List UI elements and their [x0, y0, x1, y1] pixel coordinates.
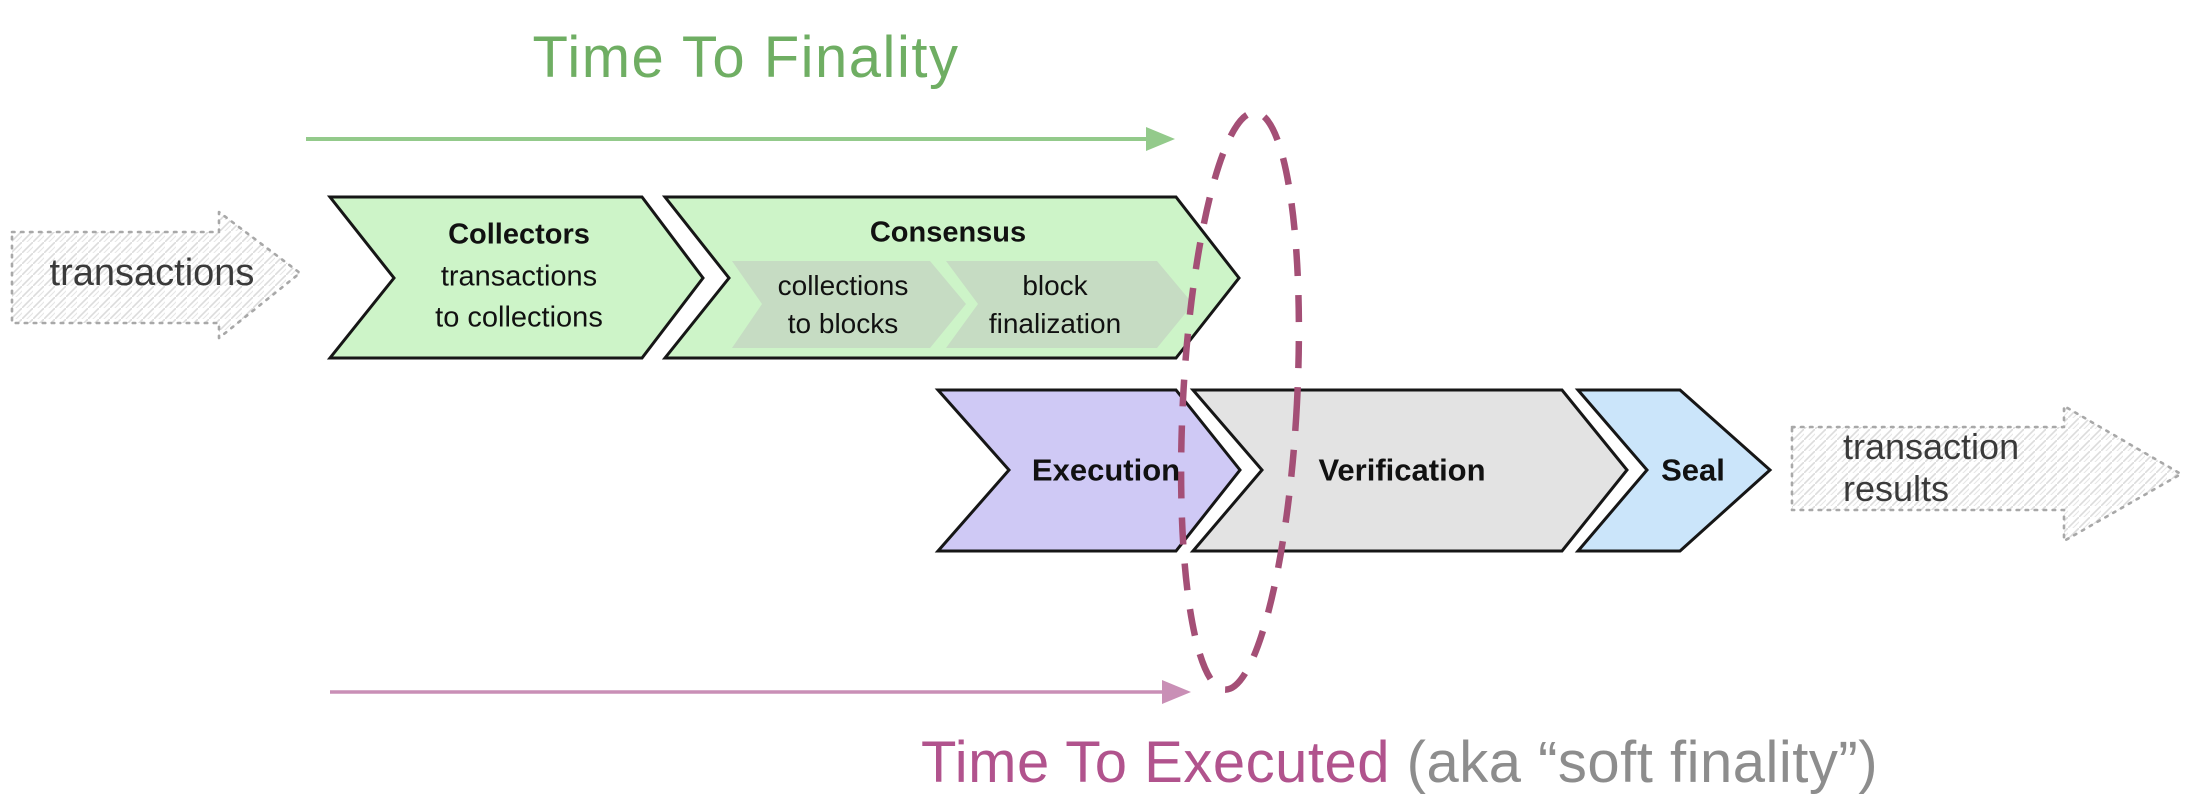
- collectors-stage-line2: to collections: [435, 301, 603, 334]
- soft-finality-boundary-ellipse: [1177, 109, 1303, 693]
- collectors-stage-line1: transactions: [440, 260, 598, 293]
- collectors-chevron: [326, 195, 705, 360]
- block-finalization-label-line2: finalization: [988, 308, 1122, 339]
- block-finalization-label-line1: block: [1022, 270, 1088, 301]
- transaction-results-arrow-icon: [1790, 404, 2183, 543]
- collections-to-blocks-label-line1: collections: [777, 270, 909, 301]
- execution-chevron: [934, 388, 1242, 553]
- collections-to-blocks-label-line2: to blocks: [787, 308, 899, 339]
- collections-to-blocks-subchevron: [732, 261, 966, 348]
- time-to-executed-arrow: [330, 680, 1191, 704]
- block-finalization-subchevron: [946, 261, 1193, 348]
- verification-chevron: [1189, 388, 1629, 553]
- time-to-finality-title: Time To Finality: [532, 25, 960, 90]
- transaction-results-label-line2: results: [1843, 468, 1950, 509]
- time-to-executed-title: Time To Executed: [921, 730, 1390, 795]
- soft-finality-note: (aka “soft finality”): [1406, 730, 1879, 795]
- transactions-input-arrow-icon: [10, 210, 302, 340]
- verification-stage-title: Verification: [1318, 452, 1486, 488]
- time-to-finality-arrowhead-icon: [1146, 127, 1175, 151]
- time-to-executed-arrowhead-icon: [1162, 680, 1191, 704]
- time-to-finality-arrow: [306, 127, 1175, 151]
- consensus-stage-title: Consensus: [869, 216, 1027, 249]
- time-to-executed-caption: Time To Executed (aka “soft finality”): [921, 734, 1878, 792]
- transaction-results-label-line1: transaction: [1843, 426, 2020, 467]
- transactions-input-label: transactions: [49, 252, 255, 294]
- collectors-stage-title: Collectors: [448, 218, 590, 251]
- execution-stage-title: Execution: [1031, 452, 1181, 488]
- seal-stage-title: Seal: [1661, 452, 1725, 488]
- seal-chevron: [1574, 388, 1773, 553]
